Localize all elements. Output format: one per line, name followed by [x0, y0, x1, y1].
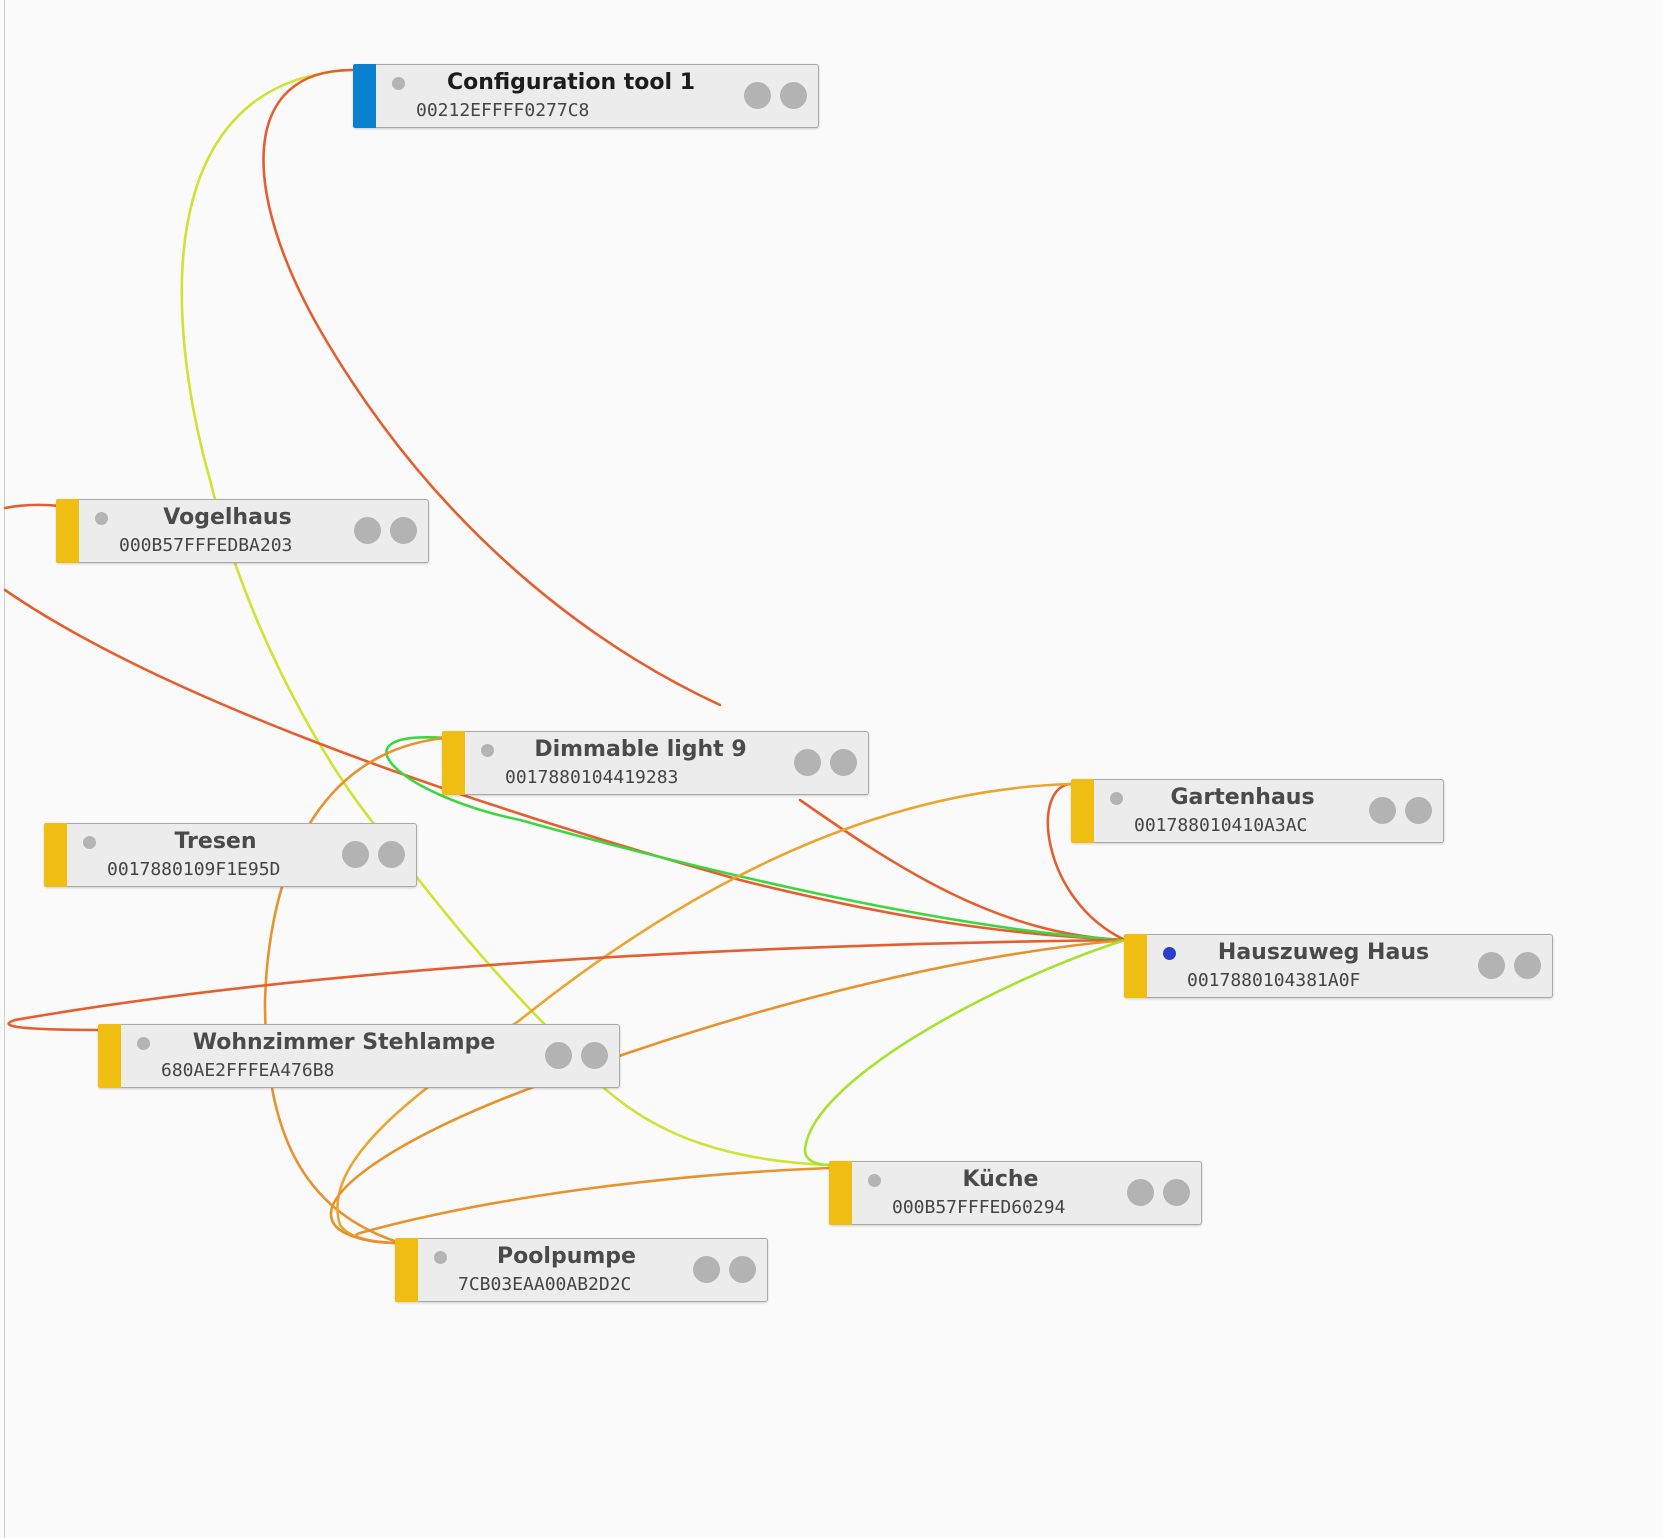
output-port[interactable]	[729, 1256, 756, 1283]
status-dot	[83, 836, 96, 849]
input-port[interactable]	[1478, 952, 1505, 979]
router-type-bar	[1071, 779, 1094, 843]
node-mac-address: 7CB03EAA00AB2D2C	[458, 1274, 632, 1295]
node-hauszuweg-haus[interactable]: Hauszuweg Haus 0017880104381A0F	[1124, 934, 1553, 998]
link-hauszuweg-west	[7, 938, 1127, 1032]
node-mac-address: 680AE2FFFEA476B8	[161, 1060, 335, 1081]
input-port[interactable]	[1369, 797, 1396, 824]
status-dot	[481, 744, 494, 757]
input-port[interactable]	[1127, 1179, 1154, 1206]
link-vogelhaus-west	[3, 503, 62, 510]
router-type-bar	[395, 1238, 418, 1302]
node-title: Küche	[962, 1167, 1039, 1192]
node-poolpumpe[interactable]: Poolpumpe 7CB03EAA00AB2D2C	[395, 1238, 768, 1302]
status-dot	[868, 1174, 881, 1187]
node-dimmable-light-9[interactable]: Dimmable light 9 0017880104419283	[442, 731, 869, 795]
router-type-bar	[1124, 934, 1147, 998]
input-port[interactable]	[794, 749, 821, 776]
output-port[interactable]	[378, 841, 405, 868]
link-gartenhaus-hauszuweg	[1046, 782, 1127, 942]
router-type-bar	[829, 1161, 852, 1225]
link-kueche-poolpumpe	[354, 1166, 832, 1245]
node-kueche[interactable]: Küche 000B57FFFED60294	[829, 1161, 1202, 1225]
link-hauszuweg-poolpumpe	[329, 938, 1127, 1245]
node-mac-address: 0017880104381A0F	[1187, 970, 1361, 991]
router-type-bar	[44, 823, 67, 887]
node-tresen[interactable]: Tresen 0017880109F1E95D	[44, 823, 417, 887]
link-config-hauszuweg	[262, 68, 1127, 942]
output-port[interactable]	[581, 1042, 608, 1069]
link-dimmable-poolpumpe	[263, 736, 447, 1245]
output-port[interactable]	[780, 82, 807, 109]
active-status-dot	[1163, 947, 1176, 960]
link-west-hauszuweg	[3, 588, 1127, 942]
node-title: Configuration tool 1	[446, 70, 696, 95]
node-configuration-tool[interactable]: Configuration tool 1 00212EFFFF0277C8	[353, 64, 819, 128]
output-port[interactable]	[1163, 1179, 1190, 1206]
router-type-bar	[98, 1024, 121, 1088]
node-gartenhaus[interactable]: Gartenhaus 001788010410A3AC	[1071, 779, 1444, 843]
link-hauszuweg-kueche	[803, 938, 1127, 1167]
input-port[interactable]	[354, 517, 381, 544]
input-port[interactable]	[744, 82, 771, 109]
node-mac-address: 000B57FFFEDBA203	[119, 535, 293, 556]
output-port[interactable]	[1405, 797, 1432, 824]
node-title: Wohnzimmer Stehlampe	[192, 1030, 496, 1055]
output-port[interactable]	[390, 517, 417, 544]
node-title: Vogelhaus	[163, 505, 292, 530]
status-dot	[1110, 792, 1123, 805]
status-dot	[434, 1251, 447, 1264]
input-port[interactable]	[342, 841, 369, 868]
node-mac-address: 00212EFFFF0277C8	[416, 100, 590, 121]
coordinator-type-bar	[353, 64, 376, 128]
input-port[interactable]	[693, 1256, 720, 1283]
node-title: Tresen	[174, 829, 257, 854]
node-vogelhaus[interactable]: Vogelhaus 000B57FFFEDBA203	[56, 499, 429, 563]
status-dot	[392, 77, 405, 90]
router-type-bar	[442, 731, 465, 795]
node-title: Dimmable light 9	[534, 737, 747, 762]
output-port[interactable]	[830, 749, 857, 776]
link-config-tresen	[180, 68, 832, 1167]
status-dot	[95, 512, 108, 525]
node-title: Hauszuweg Haus	[1217, 940, 1430, 965]
node-title: Gartenhaus	[1170, 785, 1315, 810]
output-port[interactable]	[1514, 952, 1541, 979]
node-mac-address: 0017880104419283	[505, 767, 679, 788]
node-wohnzimmer-stehlampe[interactable]: Wohnzimmer Stehlampe 680AE2FFFEA476B8	[98, 1024, 620, 1088]
node-mac-address: 000B57FFFED60294	[892, 1197, 1066, 1218]
node-mac-address: 0017880109F1E95D	[107, 859, 281, 880]
node-mac-address: 001788010410A3AC	[1134, 815, 1308, 836]
router-type-bar	[56, 499, 79, 563]
status-dot	[137, 1037, 150, 1050]
node-title: Poolpumpe	[497, 1244, 636, 1269]
panel-divider	[4, 0, 5, 1538]
input-port[interactable]	[545, 1042, 572, 1069]
